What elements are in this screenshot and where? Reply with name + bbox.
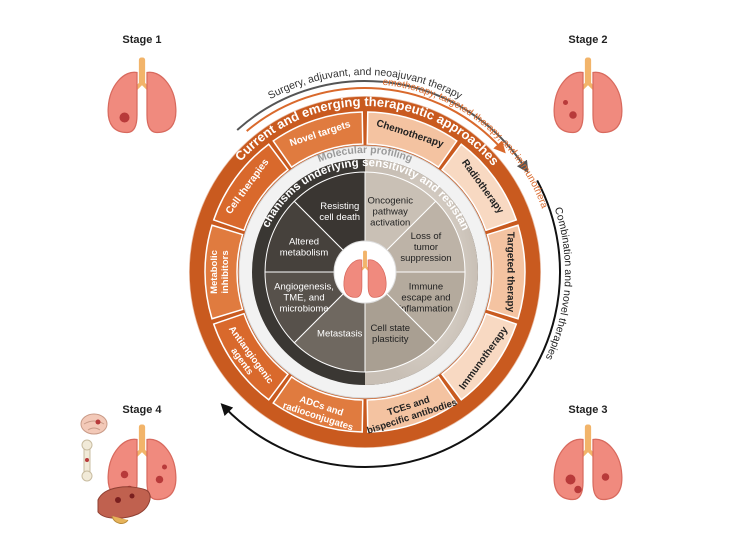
therapy-label-8-line: inhibitors: [220, 250, 231, 293]
brain-tumor: [95, 419, 101, 425]
therapy-segment-9: [212, 143, 290, 232]
center-lungs-icon-left-lung: [343, 259, 363, 298]
mechanism-label-5: Metastasis: [317, 328, 363, 339]
therapy-segment-4: [440, 312, 518, 401]
center-circle: [333, 240, 397, 304]
stage-4-lungs-icon-trachea: [138, 424, 146, 452]
stage-1-lungs-icon-left-lung: [107, 71, 138, 134]
brain-shape: [80, 413, 108, 435]
brain-icon: [80, 413, 108, 435]
stage-4-lungs-icon-tumor-1: [120, 470, 129, 479]
mechanism-label-4-line: Cell state: [370, 323, 410, 334]
therapy-label-3: Targeted therapy: [505, 232, 516, 313]
gallbladder-shape: [111, 515, 129, 524]
stage-3-lungs-icon-left-lung: [553, 438, 584, 501]
therapy-segment-10: [272, 111, 364, 169]
stage-2-lungs-icon-left-lung: [553, 71, 584, 134]
liver-tumor-1: [115, 497, 121, 503]
chemo-arrow: [246, 87, 506, 154]
stage-1-label: Stage 1: [122, 34, 162, 46]
stage-2-lungs-icon-right-lung: [592, 71, 623, 134]
stage-2-lungs-icon: [553, 57, 623, 134]
therapy-label-3-line: Targeted therapy: [505, 232, 516, 313]
stage-1-lungs-icon-tumor-1: [119, 112, 130, 123]
therapy-segment-8: [204, 224, 244, 320]
therapy-segment-2: [440, 143, 518, 232]
stage-2-lungs-icon-trachea: [584, 57, 592, 85]
stage-3-lungs-icon: [553, 424, 623, 501]
bone-icon: [81, 439, 93, 482]
mechanism-label-2-line: Loss of: [411, 231, 442, 242]
stage-1-lungs-icon: [107, 57, 177, 134]
stage-2-lungs-icon-tumor-2: [563, 100, 568, 105]
mechanism-label-8-line: Resisting: [320, 201, 359, 212]
mechanism-label-8-line: cell death: [319, 212, 360, 223]
surgery-arrow: [236, 80, 529, 174]
mechanism-label-2-line: suppression: [400, 253, 451, 264]
mechanism-label-5-line: Metastasis: [317, 328, 363, 339]
therapy-segment-7: [212, 312, 290, 401]
mechanism-label-2-line: tumor: [414, 242, 438, 253]
therapy-segment-1: [366, 111, 458, 169]
stage-4-label: Stage 4: [122, 404, 162, 416]
stage-2-lungs-icon-tumor-1: [569, 111, 577, 119]
therapy-segment-5: [366, 375, 458, 433]
therapy-segment-3: [486, 224, 526, 320]
mechanism-label-3-line: Immune: [409, 282, 443, 293]
mechanism-label-4-line: plasticity: [372, 334, 409, 345]
mechanism-label-1-line: Oncogenic: [368, 195, 414, 206]
mechanism-label-1-line: pathway: [373, 206, 409, 217]
bone-tumor: [85, 458, 89, 462]
stage-4-lungs-icon-tumor-4: [162, 464, 167, 470]
stage-4-lungs-icon-right-lung: [146, 438, 177, 501]
mechanism-label-7-line: metabolism: [280, 248, 329, 259]
stage-3-lungs-icon-trachea: [584, 424, 592, 452]
outer-ring-edge: [188, 95, 542, 449]
mechanism-label-6-line: TME, and: [283, 293, 324, 304]
therapy-segment-6: [272, 375, 364, 433]
stage-2-label: Stage 2: [568, 34, 608, 46]
mechanism-label-3-line: escape and: [401, 293, 450, 304]
liver-shape: [97, 486, 151, 519]
brain-folds: [83, 420, 105, 431]
liver-icon: [97, 486, 151, 524]
liver-tumor-2: [129, 493, 135, 499]
center-lungs-icon: [343, 250, 387, 298]
bone-bottom: [81, 470, 93, 482]
bone-top: [81, 439, 93, 451]
stage-1-lungs-icon-right-lung: [146, 71, 177, 134]
mechanism-label-1-line: activation: [370, 217, 410, 228]
center-lungs-icon-right-lung: [367, 259, 387, 298]
stage-3-lungs-icon-tumor-2: [574, 485, 582, 494]
stage-3-lungs-icon-right-lung: [592, 438, 623, 501]
stage-3-lungs-icon-tumor-3: [601, 473, 610, 481]
mechanism-label-6-line: Angiogenesis,: [274, 282, 334, 293]
mechanism-label-6-line: microbiome: [279, 304, 328, 315]
stage-3-lungs-icon-tumor-1: [565, 474, 576, 485]
combination-arrow: [220, 179, 561, 468]
mechanism-label-7-line: Altered: [289, 237, 319, 248]
stage-1-lungs-icon-trachea: [138, 57, 146, 85]
therapy-label-8-line: Metabolic: [209, 250, 220, 294]
mechanism-label-3-line: inflammation: [399, 304, 453, 315]
stage-4-lungs-icon-tumor-3: [155, 475, 164, 484]
therapy-label-8: Metabolicinhibitors: [209, 250, 231, 294]
center-lungs-icon-trachea: [363, 250, 367, 268]
stage-3-label: Stage 3: [568, 404, 608, 416]
